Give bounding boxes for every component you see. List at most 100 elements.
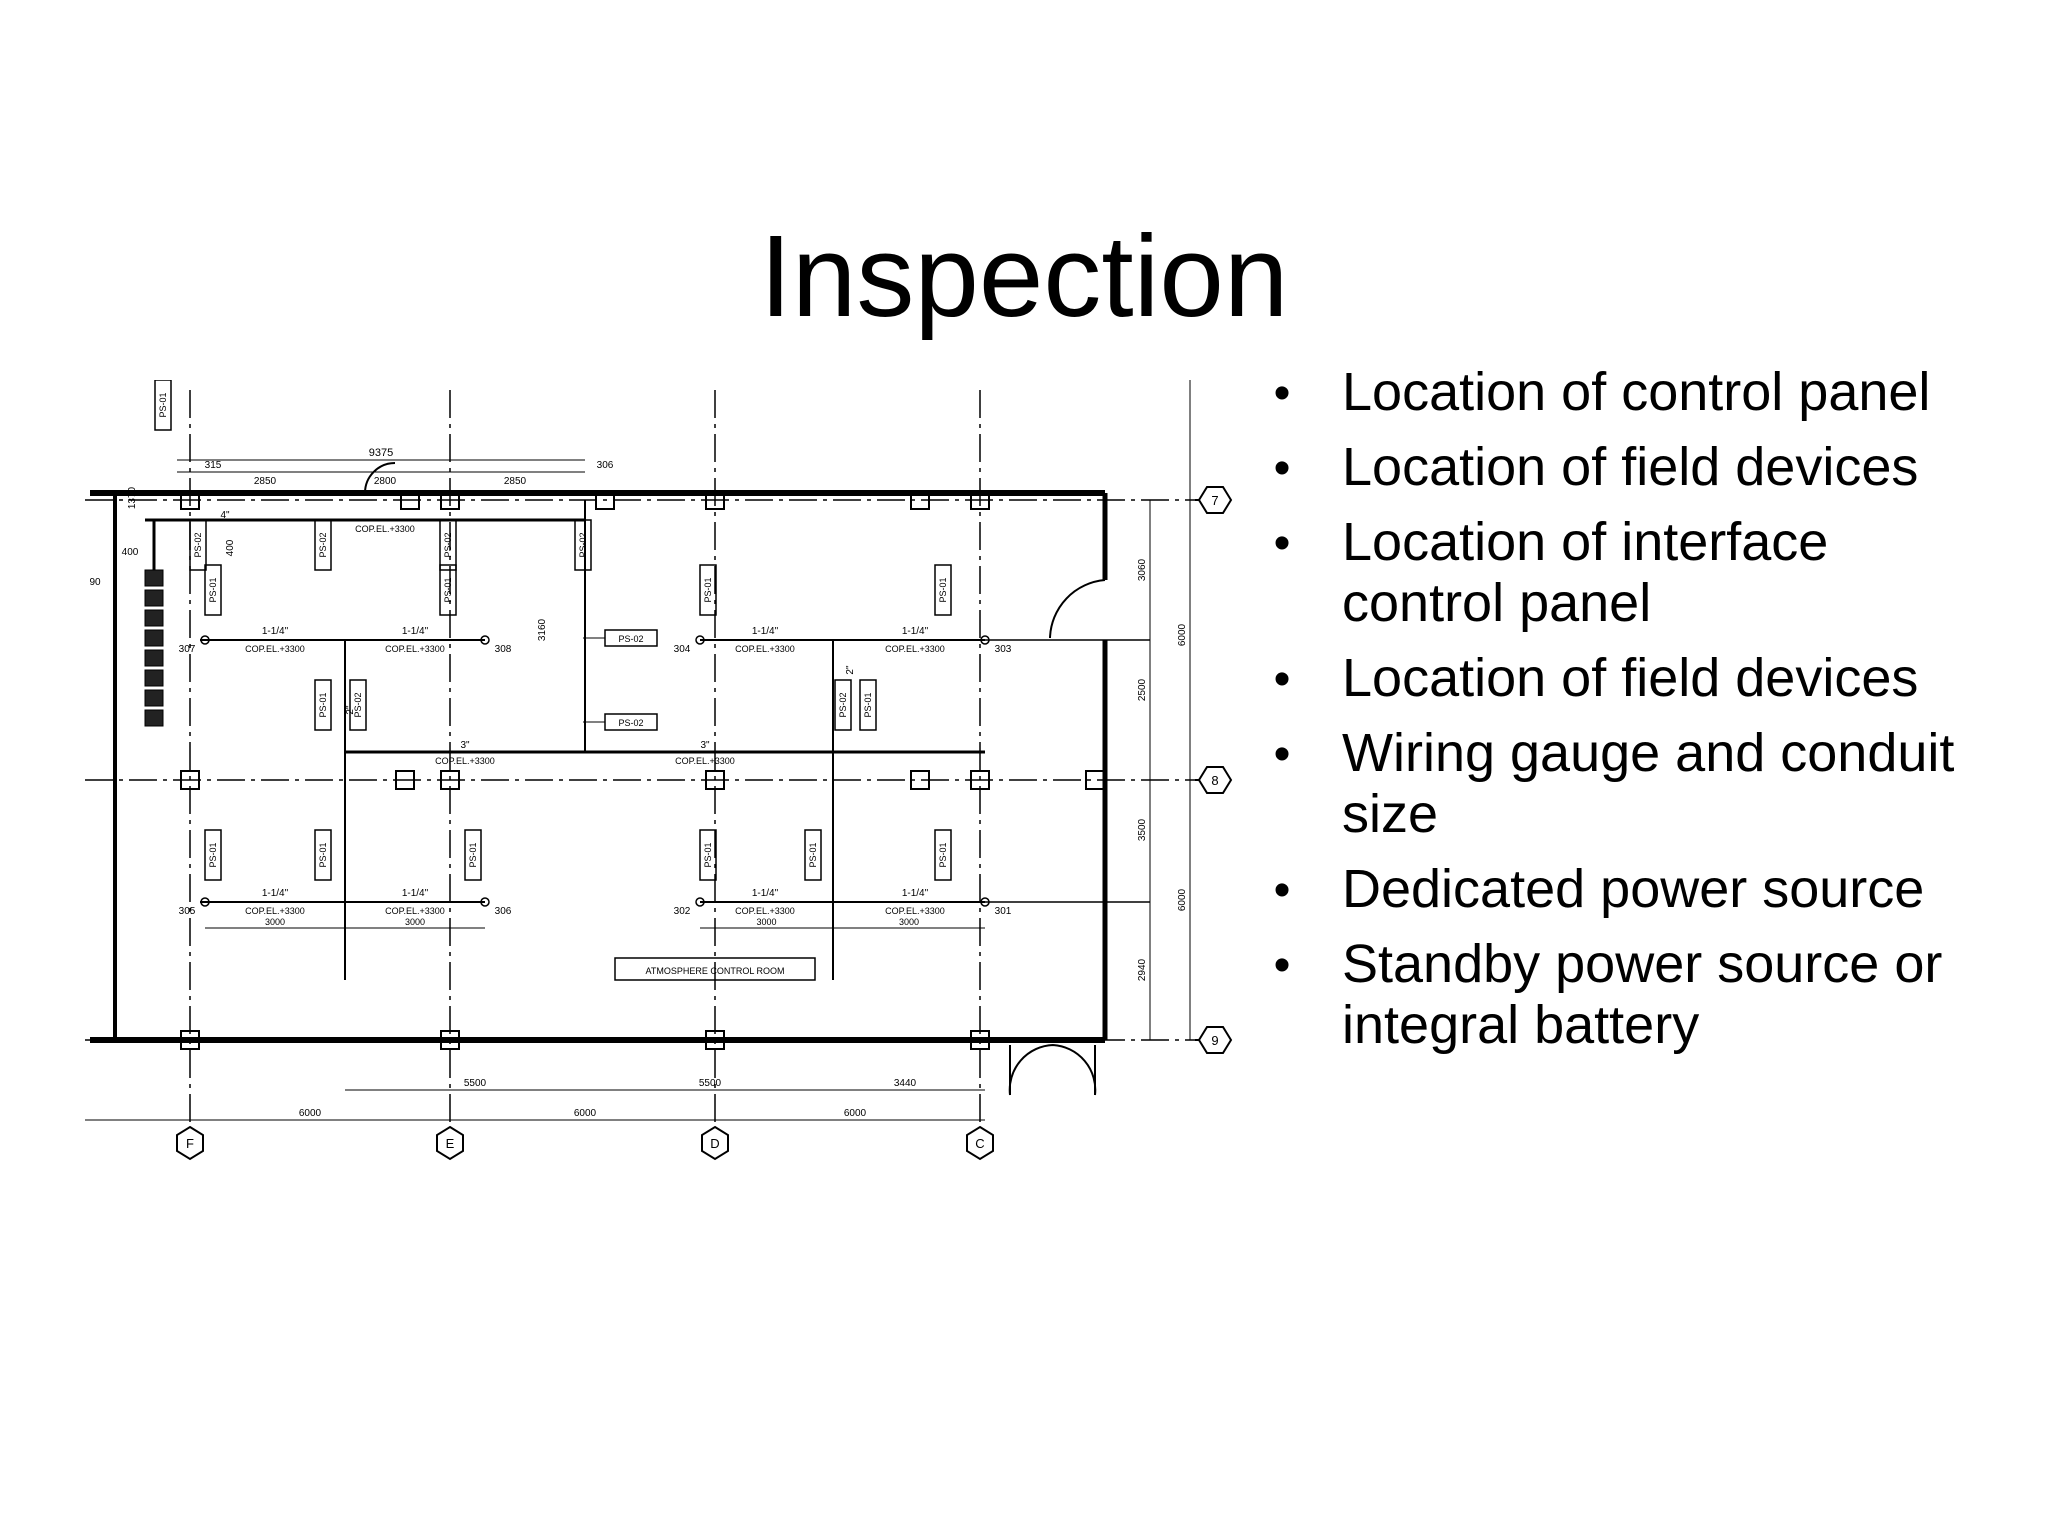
dim-text: 2850 [504, 476, 527, 487]
device-label: PS-02 [443, 532, 453, 557]
column [400, 490, 420, 510]
bullet-text: Location of field devices [1342, 648, 1919, 708]
device-label: PS-02 [193, 532, 203, 557]
column [970, 490, 990, 510]
grid-label: 9 [1211, 1033, 1218, 1048]
device-tag [314, 519, 332, 571]
pipe-label: 1-1/4" [902, 888, 929, 899]
device-label: PS-01 [938, 842, 948, 867]
grid-label: D [710, 1136, 719, 1151]
node-number: 307 [179, 644, 196, 655]
device-label: PS-01 [443, 577, 453, 602]
bullet-item: • Dedicated power source [1262, 859, 2002, 920]
sprinkler-head [980, 635, 990, 645]
device-label: PS-01 [318, 842, 328, 867]
device-tag [314, 829, 332, 881]
dim-text: 2800 [374, 476, 397, 487]
elevation-label: COP.EL.+3300 [735, 644, 795, 654]
bullet-text: Dedicated power source [1342, 859, 1925, 919]
dim-text: 306 [597, 460, 614, 471]
device-tag [349, 679, 367, 731]
dim-text: 6000 [1177, 623, 1188, 646]
dim-text: 6000 [299, 1108, 322, 1119]
device-tag [314, 679, 332, 731]
pipe-label: 1-1/4" [902, 626, 929, 637]
riser-valve [144, 589, 164, 607]
column [180, 770, 200, 790]
column [910, 770, 930, 790]
device-label: PS-02 [618, 718, 643, 728]
sprinkler-head [695, 897, 705, 907]
door-swing [1049, 579, 1106, 639]
elevation-label: COP.EL.+3300 [735, 906, 795, 916]
bullet-dot: • [1273, 864, 1291, 917]
column [440, 490, 460, 510]
device-label: PS-02 [318, 532, 328, 557]
grid-bubble [1197, 486, 1233, 514]
device-label: PS-02 [353, 692, 363, 717]
room-label-box [614, 957, 816, 981]
elevation-label: COP.EL.+3300 [675, 756, 735, 766]
column [970, 1030, 990, 1050]
dim-text: 400 [225, 539, 236, 556]
column [180, 1030, 200, 1050]
elevation-label: COP.EL.+3300 [435, 756, 495, 766]
node-number: 305 [179, 906, 196, 917]
device-tag [204, 564, 222, 616]
device-tag [934, 564, 952, 616]
bullet-dot: • [1273, 442, 1291, 495]
device-tag [439, 564, 457, 616]
column [705, 770, 725, 790]
sprinkler-head [200, 897, 210, 907]
node-number: 303 [995, 644, 1012, 655]
pipe-label: 1-1/4" [262, 626, 289, 637]
riser-valve [144, 629, 164, 647]
column [180, 490, 200, 510]
bullet-item: • Location of field devices [1262, 437, 2002, 498]
bullet-item: •Standby power source or integral batter… [1262, 934, 2002, 1056]
device-label: PS-01 [938, 577, 948, 602]
bullet-item: •Location of interface control panel [1262, 512, 2002, 634]
elevation-label: COP.EL.+3300 [245, 644, 305, 654]
dim-text: 3060 [1137, 558, 1148, 581]
bullet-dot: • [1273, 367, 1291, 420]
elevation-label: COP.EL.+3300 [385, 644, 445, 654]
dim-text: 3000 [265, 917, 285, 927]
dim-text: 2940 [1137, 958, 1148, 981]
dim-text: 90 [89, 577, 101, 588]
device-tag [464, 829, 482, 881]
dim-text: 9375 [369, 447, 393, 459]
bullet-text: Location of field devices [1342, 437, 1919, 497]
column [440, 1030, 460, 1050]
column [395, 770, 415, 790]
device-tag [439, 519, 457, 571]
slide-title: Inspection [759, 210, 1289, 341]
device-tag [699, 829, 717, 881]
device-label: PS-02 [578, 532, 588, 557]
device-tag [859, 679, 877, 731]
device-label: PS-01 [468, 842, 478, 867]
dim-text: 6000 [574, 1108, 597, 1119]
bullet-dot: • [1273, 939, 1291, 992]
node-number: 304 [674, 644, 691, 655]
pipe-label: 3" [460, 740, 470, 751]
grid-label: 8 [1211, 773, 1218, 788]
device-label: PS-01 [318, 692, 328, 717]
dim-text: 6000 [1177, 888, 1188, 911]
grid-bubble [1197, 766, 1233, 794]
dim-text: 6000 [844, 1108, 867, 1119]
column [595, 490, 615, 510]
device-label: PS-01 [863, 692, 873, 717]
riser-valve [144, 609, 164, 627]
pipe-label: 1-1/4" [752, 626, 779, 637]
elevation-label: COP.EL.+3300 [355, 524, 415, 534]
pipe-label: 4" [220, 510, 230, 521]
device-label: PS-01 [703, 577, 713, 602]
dim-text: 3160 [537, 618, 548, 641]
device-tag [574, 519, 592, 571]
device-tag [204, 829, 222, 881]
device-label: PS-01 [808, 842, 818, 867]
node-number: 301 [995, 906, 1012, 917]
